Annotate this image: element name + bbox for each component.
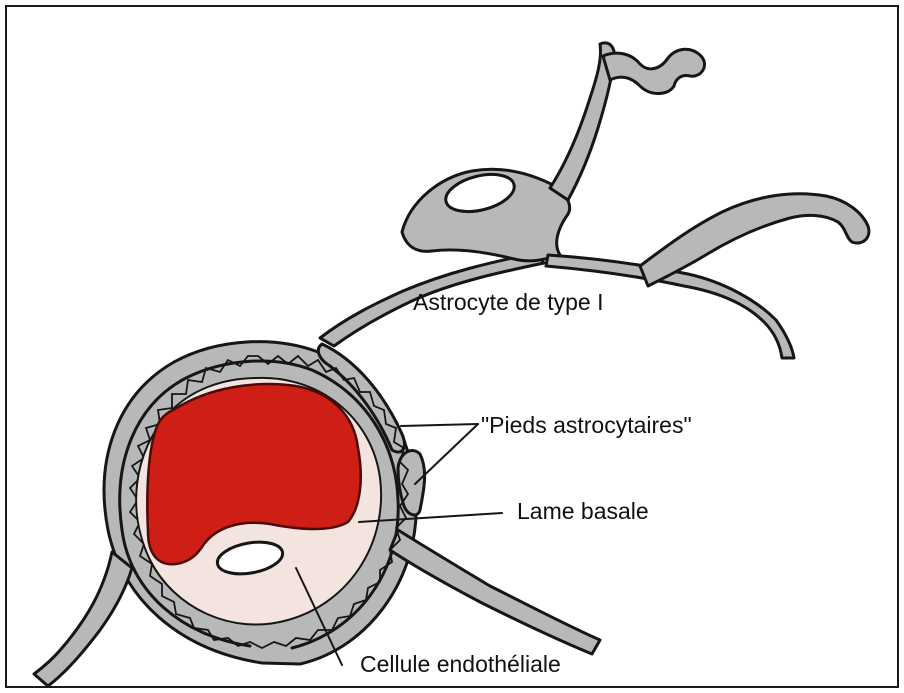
- label-endothelial-cell: Cellule endothéliale: [360, 651, 561, 677]
- label-astrocyte: Astrocyte de type I: [413, 289, 603, 315]
- label-basal-lamina: Lame basale: [517, 498, 649, 524]
- label-feet: "Pieds astrocytaires": [481, 412, 692, 438]
